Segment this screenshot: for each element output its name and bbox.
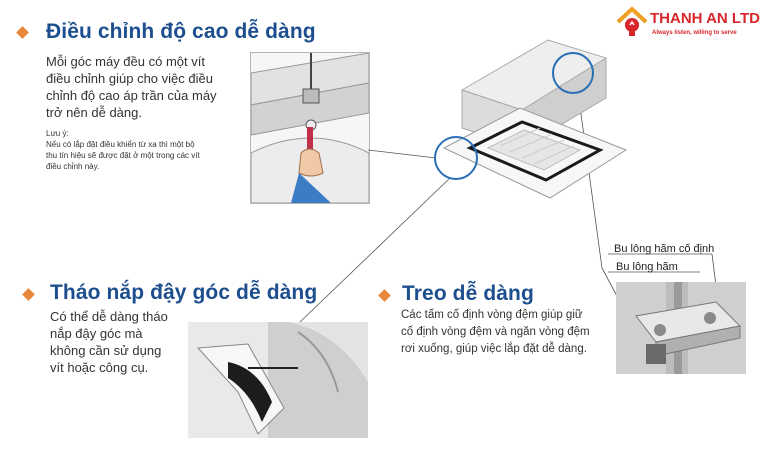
cassette-ac-unit bbox=[430, 38, 630, 208]
cover-body: Có thể dễ dàng tháo nắp đậy góc mà không… bbox=[50, 308, 190, 376]
logo-name: THANH AN LTD bbox=[650, 10, 760, 27]
heading-bullet-icon bbox=[16, 26, 29, 39]
adjust-body-line: trở nên dễ dàng. bbox=[46, 105, 142, 120]
adjust-illustration bbox=[250, 52, 370, 204]
heading-bullet-icon bbox=[378, 289, 391, 302]
cover-body-line: nắp đậy góc mà bbox=[50, 326, 143, 341]
cover-body-line: không cần sử dụng bbox=[50, 343, 162, 358]
adjust-body-line: Mỗi góc máy đều có một vít bbox=[46, 54, 205, 69]
note-line: thu tín hiệu sẽ được đặt ở một trong các… bbox=[46, 151, 200, 160]
logo: THANH AN LTD Always listen, willing to s… bbox=[614, 4, 764, 44]
adjust-body: Mỗi góc máy đều có một vít điều chỉnh gi… bbox=[46, 53, 246, 121]
note-title: Lưu ý: bbox=[46, 129, 69, 138]
adjust-note: Lưu ý: Nếu có lắp đặt điều khiển từ xa t… bbox=[46, 128, 251, 172]
heading-cover: Tháo nắp đậy góc dễ dàng bbox=[50, 281, 318, 304]
heading-hang: Treo dễ dàng bbox=[402, 282, 534, 305]
adjust-body-line: chỉnh độ cao áp trần của máy bbox=[46, 88, 217, 103]
house-bulb-icon bbox=[616, 7, 648, 36]
label-bolt-fixed: Bu lông hãm cố định bbox=[614, 243, 715, 255]
cover-body-line: Có thể dễ dàng tháo bbox=[50, 309, 168, 324]
callout-circle-left bbox=[434, 136, 478, 180]
hang-photo bbox=[616, 282, 746, 374]
adjust-body-line: điều chỉnh giúp cho việc điều bbox=[46, 71, 213, 86]
hang-body-line: cố định vòng đệm và ngăn vòng đệm bbox=[401, 326, 590, 338]
heading-bullet-icon bbox=[22, 288, 35, 301]
cover-body-line: vít hoặc công cụ. bbox=[50, 360, 149, 375]
note-line: điều chỉnh này. bbox=[46, 162, 100, 171]
hang-body: Các tấm cố định vòng đệm giúp giữ cố địn… bbox=[401, 307, 616, 358]
label-bolt: Bu lông hãm bbox=[616, 261, 678, 273]
hang-body-line: Các tấm cố định vòng đệm giúp giữ bbox=[401, 309, 583, 321]
cover-photo bbox=[188, 322, 368, 438]
heading-adjust: Điều chỉnh độ cao dễ dàng bbox=[46, 20, 316, 43]
note-line: Nếu có lắp đặt điều khiển từ xa thì một … bbox=[46, 140, 195, 149]
logo-slogan: Always listen, willing to serve bbox=[652, 30, 737, 36]
callout-circle-top bbox=[552, 52, 594, 94]
hang-body-line: rơi xuống, giúp việc lắp đặt dễ dàng. bbox=[401, 343, 587, 355]
